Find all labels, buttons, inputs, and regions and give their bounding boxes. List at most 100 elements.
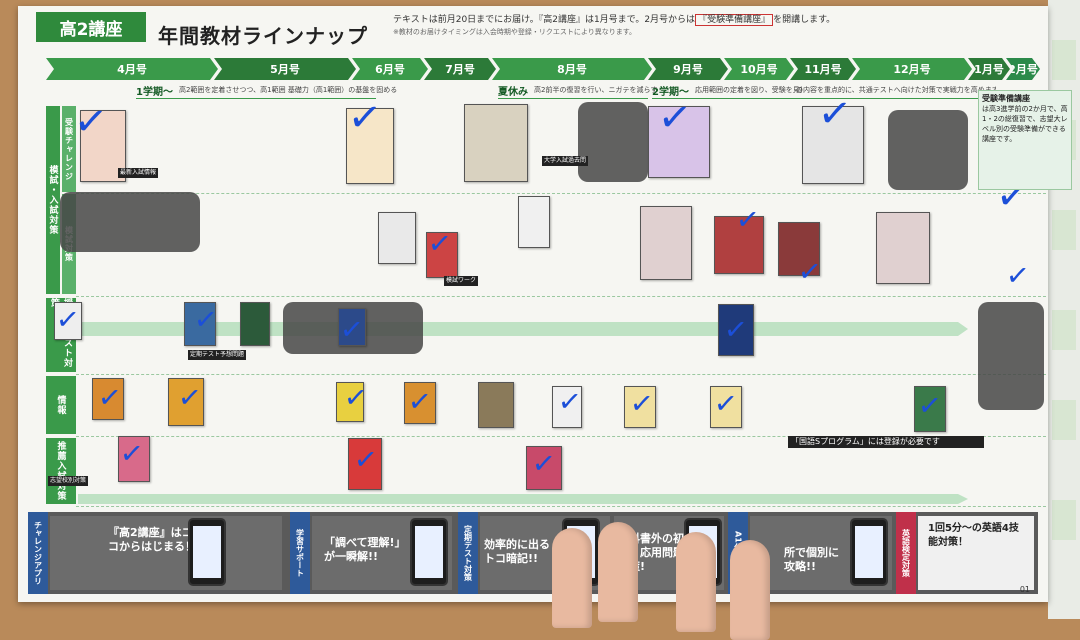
info-book bbox=[624, 386, 656, 428]
challenge-book-june bbox=[346, 108, 394, 184]
row-divider bbox=[76, 374, 1046, 375]
term-third-desc: の内容を重点的に、共通テストへ向けた対策で実戦力を高めます bbox=[796, 86, 996, 94]
month-timeline: 4月号 5月号 6月号 7月号 8月号 9月号 10月号 11月号 12月号 1… bbox=[46, 58, 1046, 80]
challenge-book-september bbox=[648, 106, 710, 178]
info-book bbox=[92, 378, 124, 420]
test-prediction-book bbox=[240, 302, 270, 346]
phone-mockup bbox=[188, 518, 226, 586]
term-first-desc: 高2範囲を定着させつつ、高1範囲 基礎力（高1範囲）の基盤を固める bbox=[178, 86, 398, 94]
mock-book bbox=[778, 222, 820, 276]
phone-mockup bbox=[410, 518, 448, 586]
redacted-region bbox=[978, 302, 1044, 410]
university-guide-book bbox=[876, 212, 930, 284]
month-august: 8月号 bbox=[492, 58, 652, 80]
bottom-text-ai: 所で個別に攻略!! bbox=[784, 546, 839, 573]
mock-book bbox=[426, 232, 458, 278]
bottom-text-eiken: 1回5分〜の英語4技能対策！ bbox=[928, 523, 1019, 548]
term-summer-label: 夏休み bbox=[498, 86, 528, 98]
challenge-book-november bbox=[802, 106, 864, 184]
caption: 志望校別対策 bbox=[48, 476, 89, 486]
bottom-text-app: 『高2講座』はココからはじまる！ bbox=[108, 526, 196, 553]
bottom-label-app: チャレンジアプリ bbox=[28, 512, 48, 594]
check-mark-icon: ✓ bbox=[796, 253, 824, 290]
check-mark-icon: ✓ bbox=[916, 387, 944, 424]
redacted-region bbox=[888, 110, 968, 190]
info-book bbox=[404, 382, 436, 424]
recommend-book bbox=[526, 446, 562, 490]
check-mark-icon: ✓ bbox=[712, 385, 740, 422]
test-book bbox=[338, 308, 366, 346]
adjacent-page-tab bbox=[1052, 310, 1076, 350]
check-mark-icon: ✓ bbox=[352, 441, 380, 478]
check-mark-icon: ✓ bbox=[118, 435, 146, 472]
bottom-label-eiken: 英語検定対策 bbox=[896, 512, 916, 594]
check-mark-icon: ✓ bbox=[530, 445, 558, 482]
term-second: 2学期〜応用範囲の定着を図り、受験を見据えた実践を積む bbox=[652, 82, 802, 99]
university-guide-book bbox=[640, 206, 692, 280]
check-mark-icon: ✓ bbox=[655, 93, 694, 143]
month-february: 2月号 bbox=[1006, 58, 1040, 80]
info-book bbox=[710, 386, 742, 428]
caption: 大学入試過去問 bbox=[542, 156, 589, 166]
month-october: 10月号 bbox=[724, 58, 794, 80]
row-recommend-label: 推薦入試対策 bbox=[46, 438, 76, 504]
adjacent-page-tab bbox=[1052, 210, 1076, 250]
month-april: 4月号 bbox=[46, 58, 218, 80]
check-mark-icon: ✓ bbox=[345, 93, 384, 143]
redacted-region bbox=[60, 192, 200, 252]
program-promo: 「国語Sプログラム」には登録が必要です bbox=[788, 436, 984, 448]
phone-mockup bbox=[850, 518, 888, 586]
check-mark-icon: ✓ bbox=[406, 383, 434, 420]
bottom-section-app bbox=[50, 516, 282, 590]
check-mark-icon: ✓ bbox=[342, 379, 370, 416]
row-info-label: 情報 bbox=[46, 376, 76, 434]
term-third: の内容を重点的に、共通テストへ向けた対策で実戦力を高めます bbox=[796, 82, 996, 99]
course-brand: 高2講座 bbox=[36, 12, 146, 42]
mock-book bbox=[714, 216, 764, 274]
finger bbox=[676, 532, 716, 632]
exam-prep-panel: 受験準備講座 は高3進学前の2か月で、高1・2の総復習で、志望大レベル別の受験準… bbox=[978, 90, 1072, 190]
row-divider bbox=[76, 193, 1046, 194]
test-book bbox=[54, 302, 82, 340]
row-divider bbox=[76, 436, 1046, 437]
bottom-label-support: 学習サポート bbox=[290, 512, 310, 594]
month-july: 7月号 bbox=[424, 58, 496, 80]
caption: 最新入試情報 bbox=[118, 168, 159, 178]
brochure-page: 高2講座 年間教材ラインナップ テキストは前月20日までにお届け。『高2講座』は… bbox=[18, 6, 1048, 602]
term-summer-desc: 高2前半の復習を行い、ニガテを減らす bbox=[534, 86, 658, 94]
redacted-region bbox=[578, 102, 648, 182]
row-challenge-label: 受験チャレンジ bbox=[62, 106, 76, 192]
month-november: 11月号 bbox=[790, 58, 856, 80]
bottom-section-eiken bbox=[918, 516, 1034, 590]
mock-book bbox=[378, 212, 416, 264]
row-divider bbox=[76, 506, 1046, 507]
adjacent-page-tab bbox=[1052, 400, 1076, 440]
finger bbox=[598, 522, 638, 622]
test-prediction-book bbox=[184, 302, 216, 346]
delivery-notice: テキストは前月20日までにお届け。『高2講座』は1月号まで。2月号からは『受験準… bbox=[393, 14, 1043, 38]
term-summer: 夏休み高2前半の復習を行い、ニガテを減らす bbox=[498, 82, 657, 99]
info-book bbox=[914, 386, 946, 432]
info-book bbox=[168, 378, 204, 426]
notice-small: ※教材のお届けタイミングは入会時期や登録・リクエストにより異なります。 bbox=[393, 28, 637, 36]
info-book bbox=[336, 382, 364, 422]
caption: 定期テスト予想問題 bbox=[188, 350, 247, 360]
check-mark-icon: ✓ bbox=[426, 225, 454, 262]
info-book bbox=[478, 382, 514, 428]
notice-lead: テキストは前月20日までにお届け。『高2講座』は1月号まで。2月号からは bbox=[393, 15, 696, 25]
finger bbox=[552, 528, 592, 628]
adjacent-page-tab bbox=[1052, 500, 1076, 540]
caption: 模試ワーク bbox=[444, 276, 479, 286]
month-september: 9月号 bbox=[648, 58, 728, 80]
month-january: 1月号 bbox=[968, 58, 1010, 80]
timeline-arrow bbox=[78, 494, 968, 504]
check-mark-icon: ✓ bbox=[628, 385, 656, 422]
notice-tail: を開講します。 bbox=[773, 15, 836, 25]
row-group-exam-label: 模試・入試対策 bbox=[46, 106, 60, 294]
check-mark-icon: ✓ bbox=[192, 301, 220, 338]
term-first: 1学期〜高2範囲を定着させつつ、高1範囲 基礎力（高1範囲）の基盤を固める bbox=[136, 82, 397, 99]
check-mark-icon: ✓ bbox=[54, 301, 82, 338]
test-prediction-book bbox=[718, 304, 754, 356]
check-mark-icon: ✓ bbox=[96, 379, 124, 416]
bottom-text-test: 効率的に出るトコ暗記!! bbox=[484, 538, 550, 565]
